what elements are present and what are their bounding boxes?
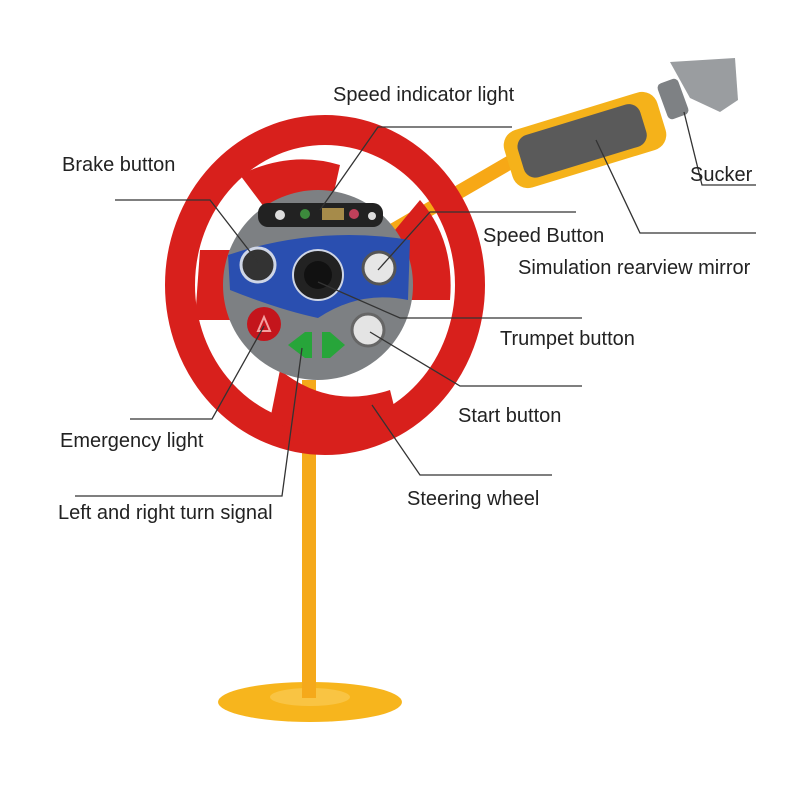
- right-turn-signal[interactable]: [322, 332, 345, 358]
- steering-wheel: [165, 115, 485, 455]
- left-turn-signal[interactable]: [288, 332, 312, 358]
- stand-pole: [302, 380, 316, 698]
- emergency-light-button[interactable]: [247, 307, 281, 341]
- label-speed-button: Speed Button: [483, 225, 605, 247]
- label-brake-button: Brake button: [62, 154, 176, 176]
- start-button[interactable]: [350, 312, 386, 348]
- label-speed-indicator-light: Speed indicator light: [333, 84, 515, 106]
- label-rearview-mirror: Simulation rearview mirror: [518, 257, 751, 279]
- label-steering-wheel: Steering wheel: [407, 488, 540, 510]
- label-sucker: Sucker: [690, 164, 753, 186]
- brake-button[interactable]: [239, 246, 277, 284]
- label-start-button: Start button: [458, 405, 562, 427]
- sucker: [657, 58, 738, 120]
- label-trumpet-button: Trumpet button: [500, 328, 635, 350]
- speed-indicator-light: [258, 203, 383, 227]
- label-turn-signal: Left and right turn signal: [58, 502, 273, 524]
- label-emergency-light: Emergency light: [60, 430, 204, 452]
- leader-lines: [75, 111, 756, 497]
- rearview-mirror: [503, 91, 667, 189]
